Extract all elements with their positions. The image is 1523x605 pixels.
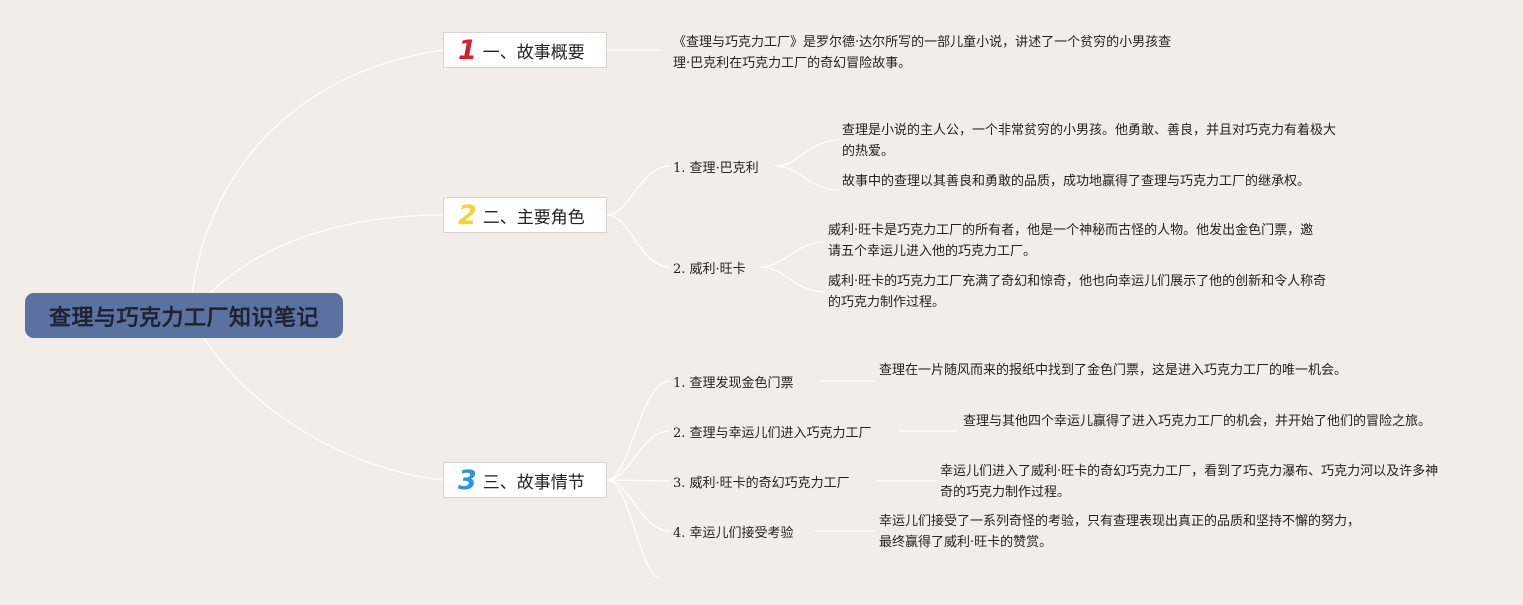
subtopic-wonka-factory[interactable]: 3. 威利·旺卡的奇幻巧克力工厂 <box>673 476 850 491</box>
topic-label: 三、故事情节 <box>482 472 585 493</box>
root-node[interactable]: 查理与巧克力工厂知识笔记 <box>25 293 343 338</box>
subtopic-golden-ticket[interactable]: 1. 查理发现金色门票 <box>673 376 794 391</box>
number-1-icon: 1 <box>458 34 477 66</box>
note-text: 查理是小说的主人公，一个非常贫穷的小男孩。他勇敢、善良，并且对巧克力有着极大的热… <box>842 123 1337 159</box>
connector-topic2-sub2 <box>606 214 671 268</box>
topic-node-1[interactable]: 1 一、故事概要 <box>443 32 607 68</box>
connector-topic3-sub2 <box>606 430 671 481</box>
connector-root-topic2 <box>189 214 444 316</box>
topic-label: 一、故事概要 <box>482 42 585 63</box>
note-text: 《查理与巧克力工厂》是罗尔德·达尔所写的一部儿童小说，讲述了一个贫穷的小男孩查理… <box>673 35 1172 71</box>
connector-sub1-note1 <box>774 139 841 167</box>
connector-sub2-note1 <box>759 241 826 268</box>
subtopic-tests[interactable]: 4. 幸运儿们接受考验 <box>673 526 794 541</box>
number-2-icon: 2 <box>458 199 477 231</box>
number-3-icon: 3 <box>458 464 477 496</box>
note-text: 幸运儿们接受了一系列奇怪的考验，只有查理表现出真正的品质和坚持不懈的努力，最终赢… <box>879 514 1361 550</box>
connector-topic3-tail <box>606 479 661 579</box>
topic-node-3[interactable]: 3 三、故事情节 <box>443 462 607 498</box>
connector-sub2-note2 <box>759 266 826 293</box>
subtopic-wonka[interactable]: 2. 威利·旺卡 <box>673 262 746 277</box>
note-text: 威利·旺卡是巧克力工厂的所有者，他是一个神秘而古怪的人物。他发出金色门票，邀请五… <box>828 223 1314 259</box>
connector-topic2-sub1 <box>606 165 671 216</box>
note-text: 威利·旺卡的巧克力工厂充满了奇幻和惊奇，他也向幸运儿们展示了他的创新和令人称奇的… <box>828 274 1327 310</box>
note-text: 故事中的查理以其善良和勇敢的品质，成功地赢得了查理与巧克力工厂的继承权。 <box>842 174 1311 189</box>
connector-root-topic1 <box>189 49 444 316</box>
note-text: 幸运儿们进入了威利·旺卡的奇幻巧克力工厂，看到了巧克力瀑布、巧克力河以及许多神奇… <box>940 464 1439 500</box>
connector-topic3-sub4 <box>606 479 671 532</box>
note-text: 查理在一片随风而来的报纸中找到了金色门票，这是进入巧克力工厂的唯一机会。 <box>879 363 1348 378</box>
connector-topic3-sub3 <box>606 479 671 482</box>
topic-node-2[interactable]: 2 二、主要角色 <box>443 197 607 233</box>
connector-sub1-note2 <box>774 165 841 191</box>
connector-root-topic3 <box>189 314 444 481</box>
subtopic-charlie[interactable]: 1. 查理·巴克利 <box>673 161 759 176</box>
note-text: 查理与其他四个幸运儿赢得了进入巧克力工厂的机会，并开始了他们的冒险之旅。 <box>963 414 1432 429</box>
subtopic-enter-factory[interactable]: 2. 查理与幸运儿们进入巧克力工厂 <box>673 426 872 441</box>
topic-label: 二、主要角色 <box>482 207 585 228</box>
connector-topic3-sub1 <box>606 380 671 481</box>
